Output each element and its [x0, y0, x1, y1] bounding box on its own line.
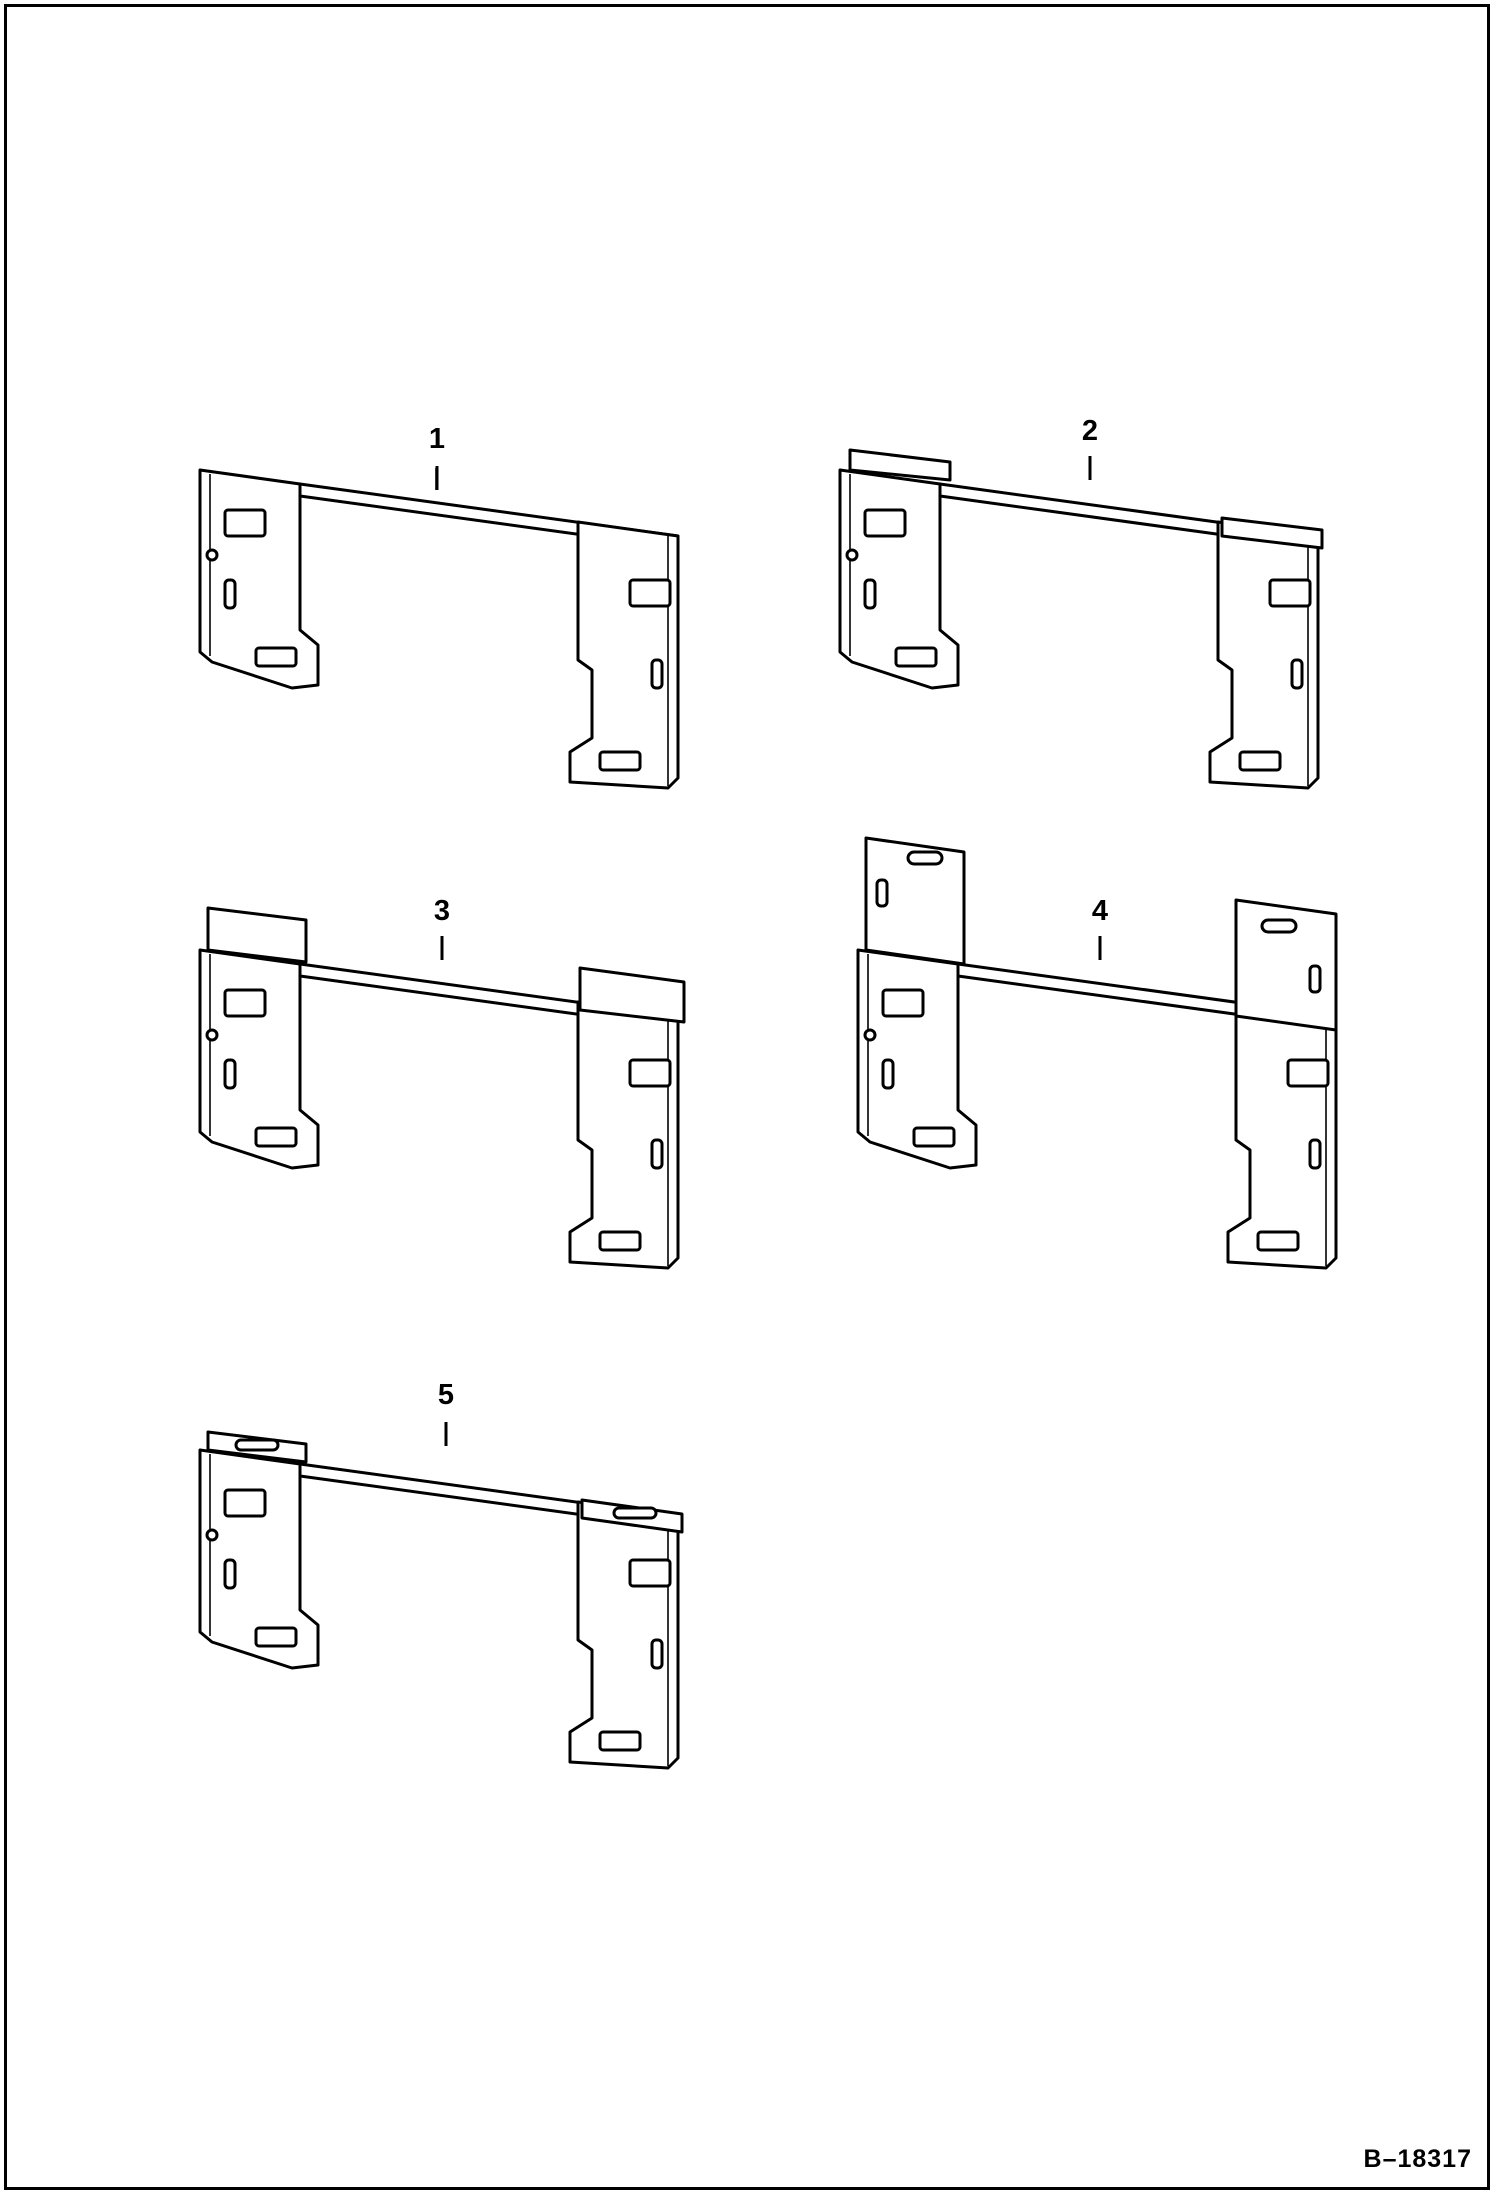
part-label-3: 3 [434, 895, 450, 927]
part-4: 4 [856, 836, 1338, 1270]
reference-code: B–18317 [1363, 2145, 1472, 2173]
part-3: 3 [198, 895, 686, 1270]
drawing-border [4, 4, 1490, 2190]
part-2: 2 [838, 415, 1324, 790]
part-label-2: 2 [1082, 415, 1098, 447]
part-label-4: 4 [1092, 895, 1108, 927]
part-1: 1 [198, 423, 680, 790]
part-label-5: 5 [438, 1379, 454, 1411]
part-5: 5 [198, 1379, 684, 1770]
part-label-1: 1 [429, 423, 445, 455]
